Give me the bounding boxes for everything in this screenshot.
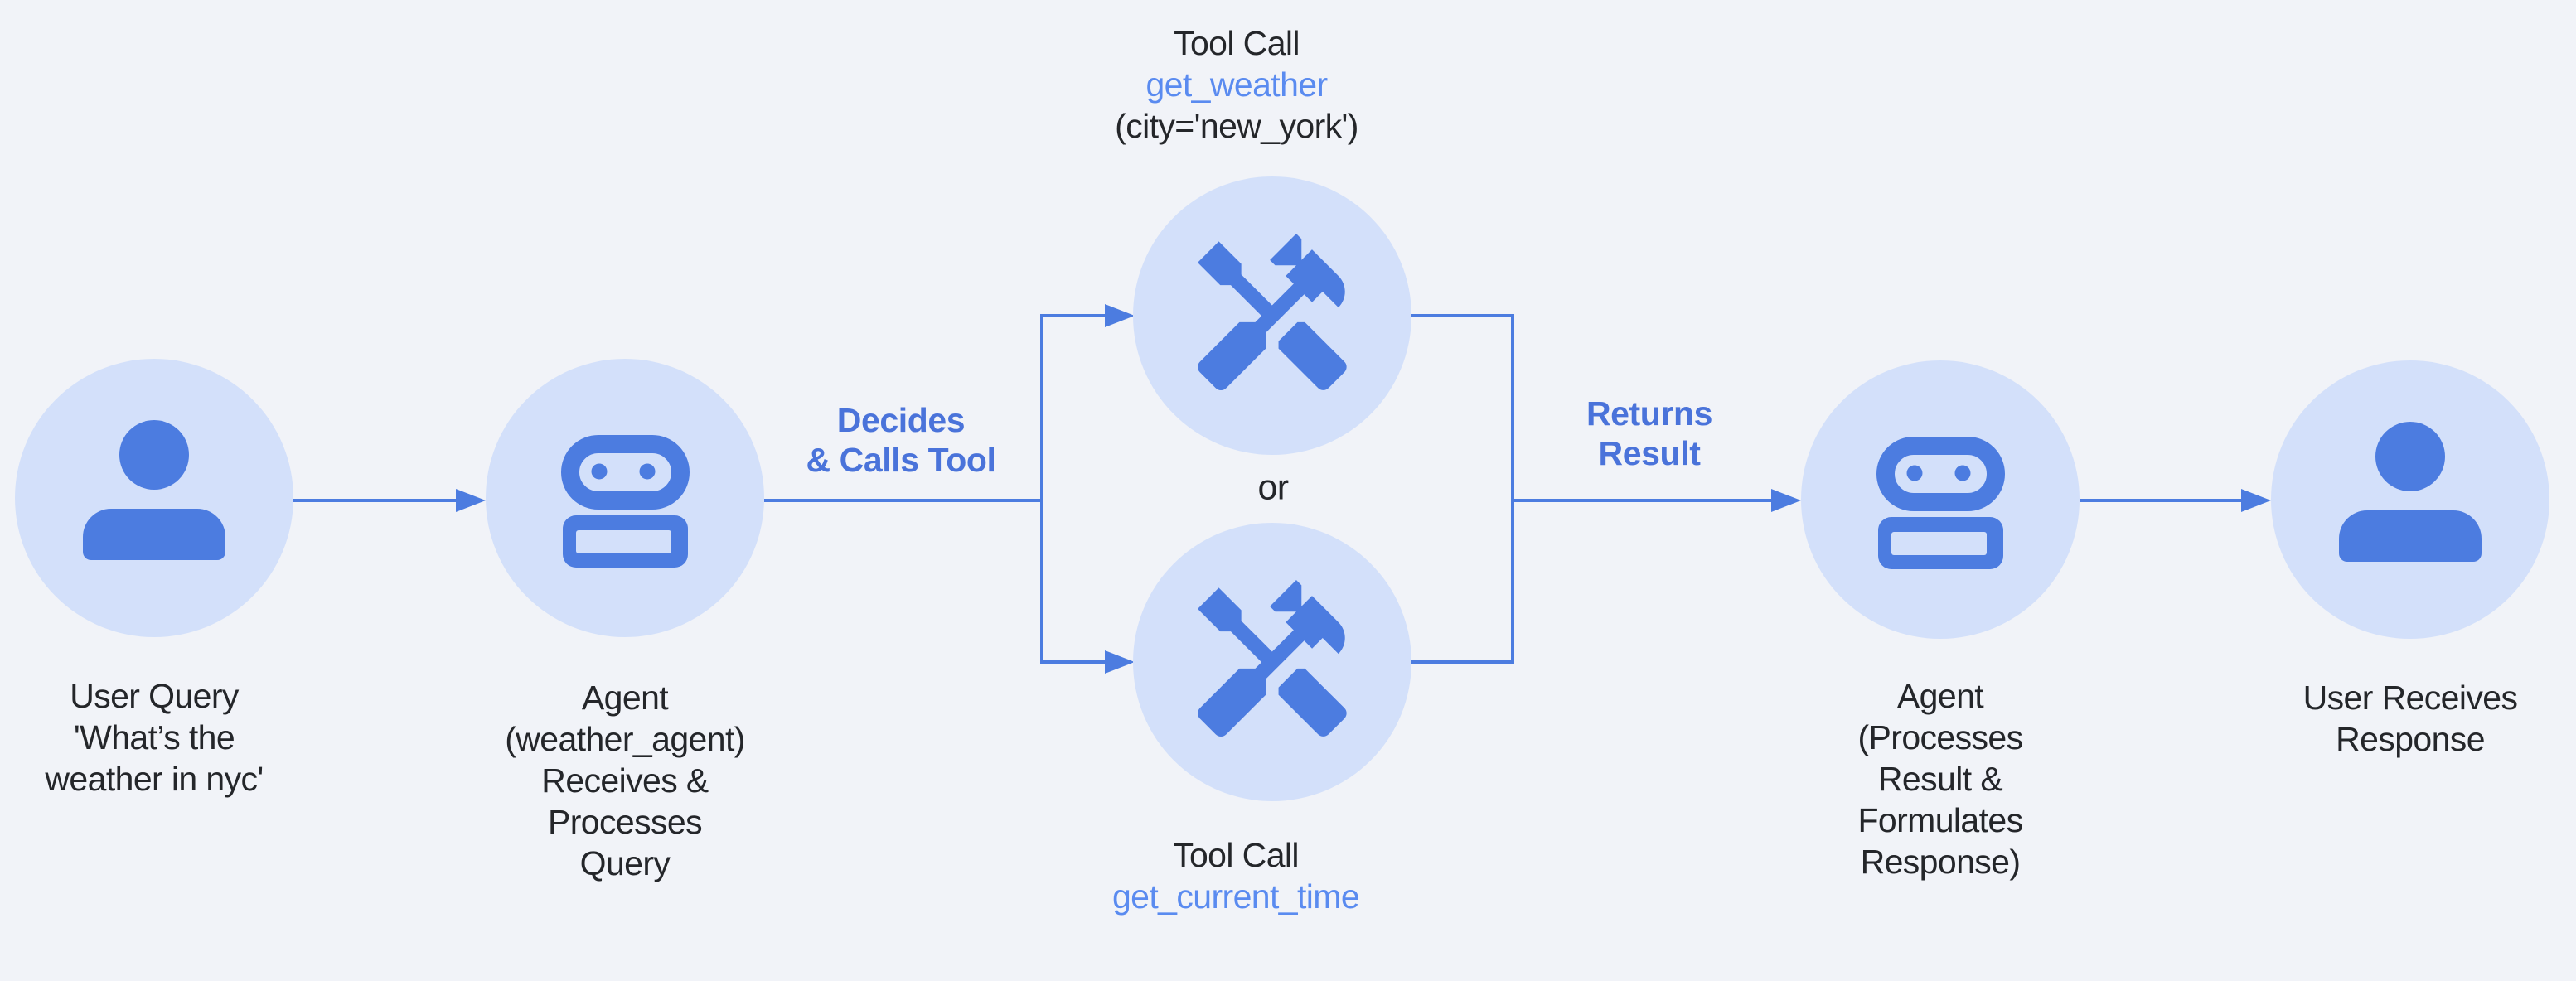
returns-result-label: Returns Result bbox=[1586, 394, 1713, 472]
connector-tool-top-to-merge bbox=[1410, 314, 1514, 317]
robot-icon bbox=[561, 435, 690, 568]
connector-agent-to-branch bbox=[764, 499, 1043, 502]
agent-formulates-caption: Agent (Processes Result & Formulates Res… bbox=[1857, 677, 2023, 881]
connector-merge-to-agent bbox=[1513, 499, 1771, 502]
arrowhead-agent-to-user bbox=[2241, 489, 2271, 512]
connector-branch-to-tool-bottom bbox=[1040, 660, 1106, 664]
user-response-caption: User Receives Response bbox=[2302, 679, 2518, 758]
arrowhead-tool-bottom bbox=[1105, 650, 1135, 674]
connector-branch-to-tool-top bbox=[1040, 314, 1106, 317]
tool-bottom-name: get_current_time bbox=[1111, 877, 1360, 916]
connector-user-to-agent bbox=[293, 499, 459, 502]
arrowhead-merge-to-agent bbox=[1771, 489, 1801, 512]
person-icon-shoulders bbox=[2339, 510, 2482, 562]
person-icon-shoulders bbox=[83, 509, 225, 560]
decides-calls-tool-label: Decides & Calls Tool bbox=[806, 401, 996, 479]
tool-top-title: Tool Call bbox=[1174, 24, 1300, 62]
tool-top-label: Tool Call get_weather (city='new_york') bbox=[1115, 22, 1358, 147]
connector-tool-bottom-to-merge bbox=[1410, 660, 1514, 664]
node-user-response bbox=[2271, 360, 2549, 639]
tool-bottom-title: Tool Call bbox=[1173, 836, 1299, 874]
arrowhead-tool-top bbox=[1105, 304, 1135, 327]
agent-receives-caption: Agent (weather_agent) Receives & Process… bbox=[505, 679, 745, 882]
arrowhead-user-to-agent bbox=[456, 489, 486, 512]
connector-agent-to-user bbox=[2080, 499, 2241, 502]
user-query-caption: User Query 'What’s the weather in nyc' bbox=[45, 677, 264, 798]
tool-top-args: (city='new_york') bbox=[1115, 107, 1358, 145]
or-label: or bbox=[1257, 467, 1289, 508]
branch-split-line bbox=[1040, 314, 1043, 664]
robot-icon bbox=[1876, 437, 2005, 569]
person-icon bbox=[2375, 422, 2445, 491]
node-user-query bbox=[15, 359, 293, 637]
tool-bottom-label: Tool Call get_current_time bbox=[1111, 834, 1360, 917]
merge-join-line bbox=[1511, 314, 1514, 664]
person-icon bbox=[119, 420, 189, 490]
handyman-icon bbox=[1198, 234, 1347, 391]
tool-top-name: get_weather bbox=[1145, 65, 1328, 104]
handyman-icon bbox=[1198, 580, 1347, 737]
